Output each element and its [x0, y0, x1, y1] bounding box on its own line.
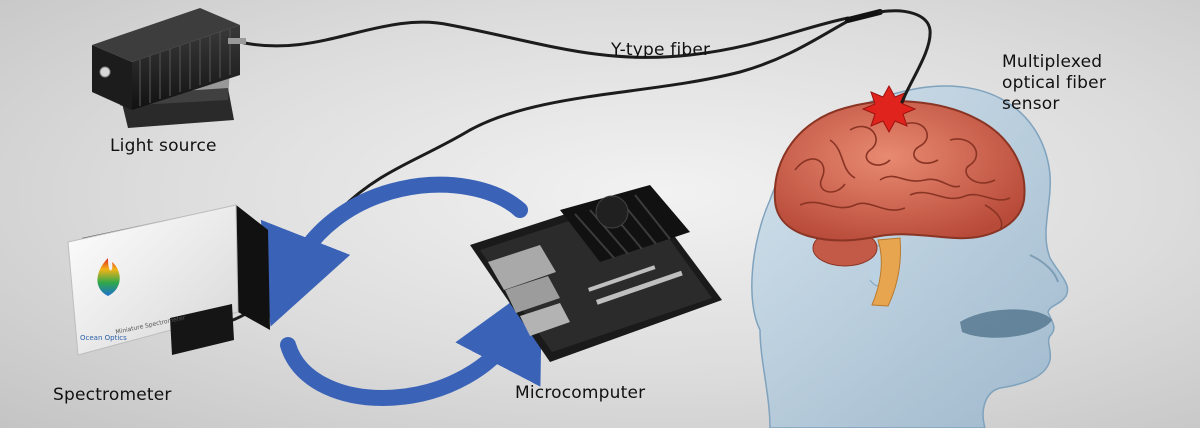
arrow-to-spectrometer	[260, 176, 528, 327]
fiber-to-light-source	[238, 16, 850, 59]
label-sensor: Multiplexed optical fiber sensor	[1002, 52, 1107, 114]
arrow-to-microcomputer	[280, 279, 543, 406]
label-microcomputer: Microcomputer	[515, 383, 646, 403]
head-illustration	[751, 84, 1069, 428]
data-flow-arrows	[260, 176, 543, 406]
fiber-to-sensor	[878, 9, 932, 104]
spectrometer-brand: Ocean Optics	[80, 334, 127, 342]
label-spectrometer: Spectrometer	[53, 385, 172, 405]
brainstem	[871, 237, 901, 307]
mouth-opening	[960, 309, 1052, 338]
brain	[773, 100, 1026, 242]
brain-folds	[794, 122, 1011, 231]
spectrometer-device: Ocean Optics Miniature Spectrometer	[67, 204, 270, 356]
fiber-joint	[845, 9, 883, 23]
light-source-device: ROTHAMES	[92, 8, 246, 128]
eye-shadow	[1029, 254, 1059, 283]
label-y-type-fiber: Y-type fiber	[611, 40, 711, 60]
microcomputer-board	[470, 185, 722, 362]
label-light-source: Light source	[110, 136, 217, 156]
